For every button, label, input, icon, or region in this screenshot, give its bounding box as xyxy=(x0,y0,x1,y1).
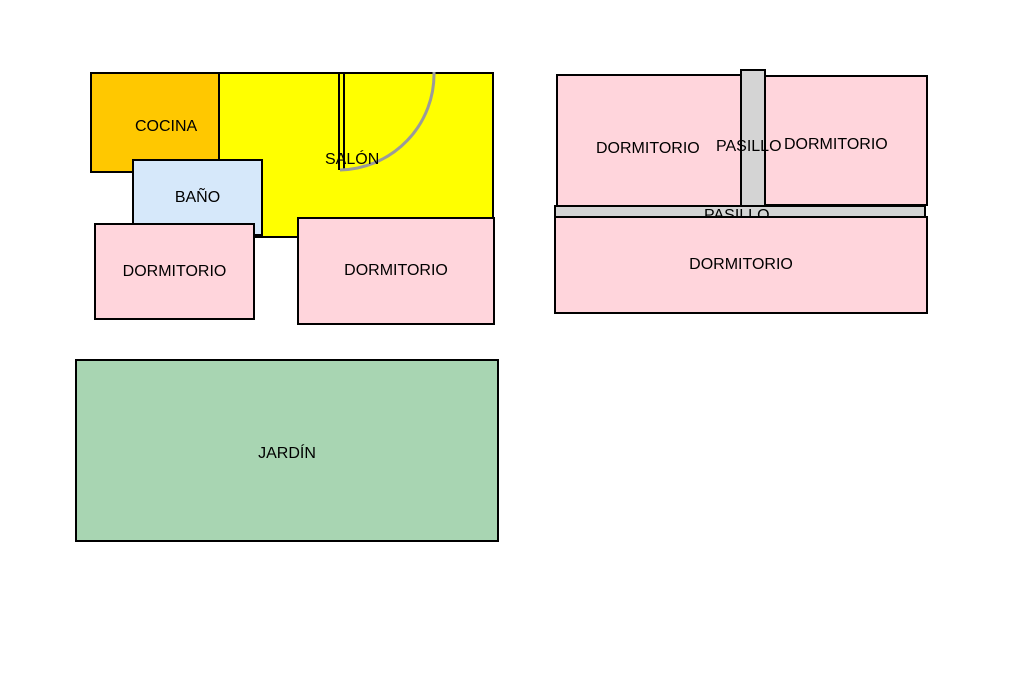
living-room-inner-wall xyxy=(338,72,340,170)
bedroom-upper-left-label: DORMITORIO xyxy=(596,140,700,157)
bedroom-upper-right-label: DORMITORIO xyxy=(784,136,888,153)
bedroom-ground-left: DORMITORIO xyxy=(94,223,255,320)
hallway-horizontal-label: PASILLO xyxy=(704,207,770,221)
bedroom-ground-right-label: DORMITORIO xyxy=(344,262,448,279)
garden-label: JARDÍN xyxy=(258,445,316,463)
bedroom-upper-right xyxy=(762,75,928,206)
bathroom-label: BAÑO xyxy=(174,188,221,206)
hallway-vertical-label: PASILLO xyxy=(716,138,782,155)
bedroom-ground-right: DORMITORIO xyxy=(297,217,495,325)
kitchen xyxy=(90,72,220,173)
garden: JARDÍN xyxy=(75,359,499,542)
bedroom-upper-bottom-label: DORMITORIO xyxy=(689,256,793,273)
kitchen-label: COCINA xyxy=(135,118,198,135)
living-room-label: SALÓN xyxy=(325,151,380,168)
bedroom-upper-left xyxy=(556,74,746,208)
hallway-vertical xyxy=(740,69,766,208)
bedroom-upper-bottom: DORMITORIO xyxy=(554,216,928,314)
bedroom-ground-left-label: DORMITORIO xyxy=(122,262,227,280)
living-room-inner-wall-2 xyxy=(343,72,345,170)
door-swing-arc-icon xyxy=(339,71,436,172)
living-room xyxy=(218,72,494,238)
